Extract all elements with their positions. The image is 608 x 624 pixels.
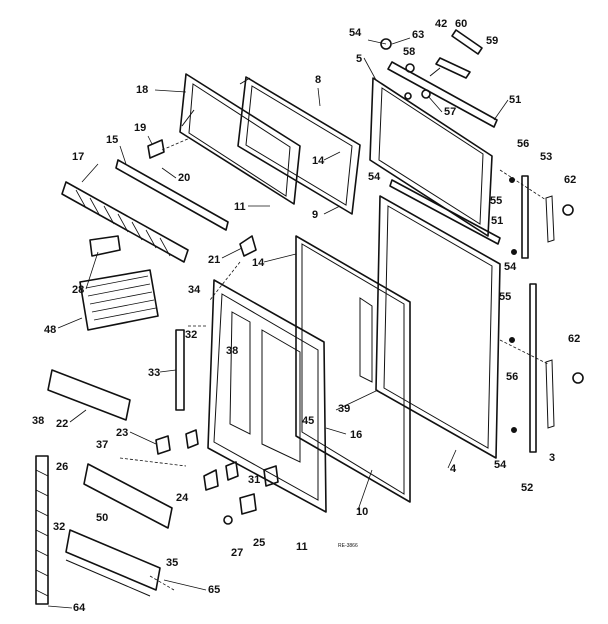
label-54-top: 54 [349, 27, 362, 39]
label-38-left: 38 [32, 415, 44, 427]
small-parts-left [89, 139, 257, 257]
label-9: 9 [312, 209, 318, 221]
label-57: 57 [444, 106, 456, 118]
label-24: 24 [176, 492, 189, 504]
label-21: 21 [208, 254, 220, 266]
freezer-door-gasket [237, 76, 361, 215]
label-59: 59 [486, 35, 498, 47]
label-26: 26 [56, 461, 68, 473]
freezer-door-liner [179, 73, 301, 205]
guide-lines [119, 137, 549, 591]
label-22: 22 [56, 418, 68, 430]
top-handle-bar [387, 61, 498, 128]
hinge-parts-top [380, 29, 483, 100]
door-shelves [47, 369, 173, 597]
label-60: 60 [455, 18, 467, 30]
fresh-food-door-gasket [295, 235, 411, 503]
label-42: 42 [435, 18, 447, 30]
label-51-mid: 51 [491, 215, 503, 227]
label-34: 34 [188, 284, 201, 296]
label-17: 17 [72, 151, 84, 163]
part-number-labels: 54 63 42 60 59 58 5 51 18 8 57 19 15 20 … [32, 18, 580, 614]
label-25: 25 [253, 537, 265, 549]
label-28: 28 [72, 284, 84, 296]
label-56-upper: 56 [517, 138, 529, 150]
label-58: 58 [403, 46, 415, 58]
label-11-lower: 11 [296, 541, 308, 553]
label-37: 37 [96, 439, 108, 451]
hinges-right [509, 175, 584, 453]
label-33: 33 [148, 367, 160, 379]
label-54-right: 54 [504, 261, 517, 273]
label-54-mid: 54 [368, 171, 381, 183]
label-8: 8 [315, 74, 321, 86]
label-27: 27 [231, 547, 243, 559]
diagram-reference-code: RE-3866 [338, 543, 358, 549]
label-19: 19 [134, 122, 146, 134]
fresh-food-door-panel [375, 195, 501, 459]
label-15: 15 [106, 134, 118, 146]
label-53: 53 [540, 151, 552, 163]
small-brackets [155, 429, 279, 525]
divider-strip [389, 179, 501, 245]
label-20: 20 [178, 172, 190, 184]
label-38-center: 38 [226, 345, 238, 357]
label-3: 3 [549, 452, 555, 464]
label-14-lower: 14 [252, 257, 265, 269]
label-55-upper: 55 [490, 195, 502, 207]
label-50: 50 [96, 512, 108, 524]
freezer-door-panel [369, 77, 493, 237]
label-11-upper: 11 [234, 201, 246, 213]
label-62-lower: 62 [568, 333, 580, 345]
label-16: 16 [350, 429, 362, 441]
label-51-top: 51 [509, 94, 521, 106]
storage-bin [79, 269, 159, 331]
label-35: 35 [166, 557, 178, 569]
label-65: 65 [208, 584, 220, 596]
label-10: 10 [356, 506, 368, 518]
label-5: 5 [356, 53, 362, 65]
label-54-bottom: 54 [494, 459, 507, 471]
label-14-upper: 14 [312, 155, 325, 167]
label-18: 18 [136, 84, 148, 96]
label-32-lower: 32 [53, 521, 65, 533]
label-45: 45 [302, 415, 314, 427]
vertical-strips [35, 329, 185, 605]
leader-lines [47, 37, 509, 609]
label-63: 63 [412, 29, 424, 41]
label-64: 64 [73, 602, 86, 614]
label-39: 39 [338, 403, 350, 415]
label-4: 4 [450, 463, 457, 475]
label-31: 31 [248, 474, 260, 486]
label-52: 52 [521, 482, 533, 494]
label-62-upper: 62 [564, 174, 576, 186]
shelf-rail [61, 159, 229, 263]
label-32-upper: 32 [185, 329, 197, 341]
label-56-lower: 56 [506, 371, 518, 383]
label-55-lower: 55 [499, 291, 511, 303]
label-48: 48 [44, 324, 56, 336]
fresh-food-door-liner [207, 279, 327, 513]
label-23: 23 [116, 427, 128, 439]
